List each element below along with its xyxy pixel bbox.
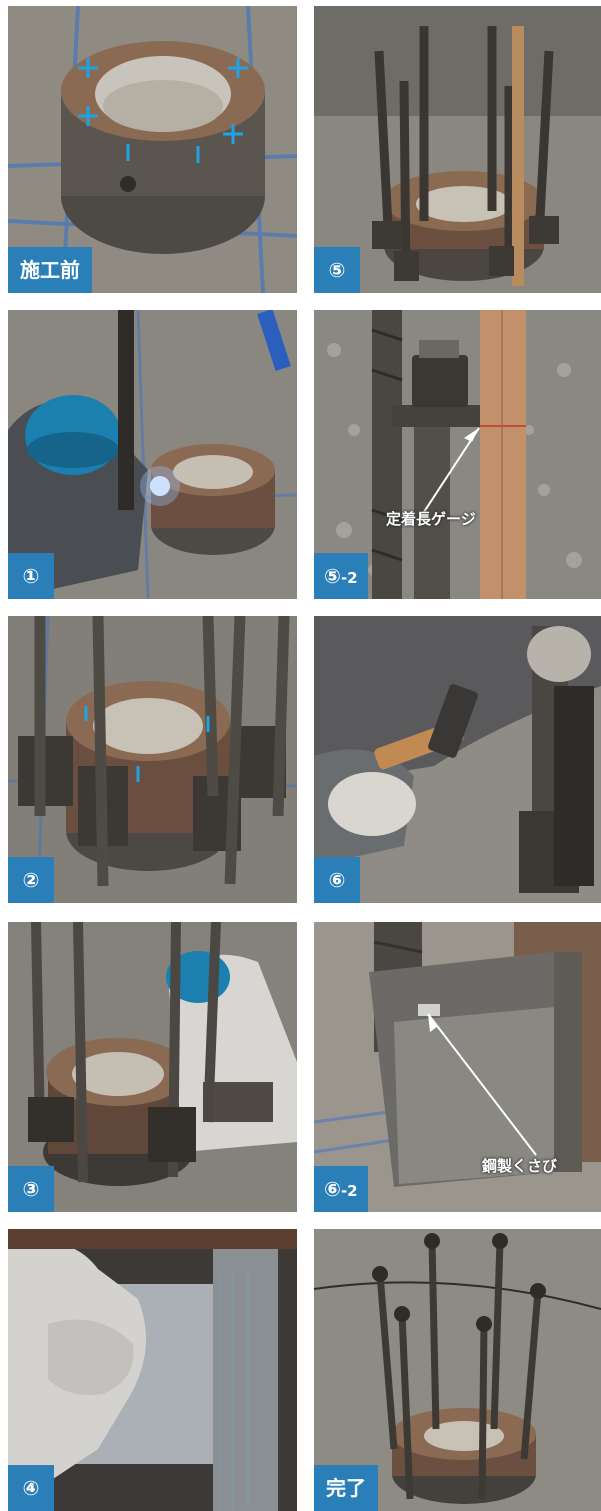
photo-label: ⑥ [314,857,360,903]
photo-label: 完了 [314,1465,378,1511]
photo-step-6-image [314,616,601,903]
photo-step-5: ⑤ [314,6,601,293]
photo-step-1-image [8,310,297,599]
photo-step-3-image [8,922,297,1212]
photo-before-construction: 施工前 [8,6,297,293]
annotation-wedge-label: 鋼製くさび [482,1157,558,1175]
photo-step-2-image [8,616,297,903]
photo-complete: 完了 [314,1229,601,1511]
photo-label: ① [8,553,54,599]
photo-label: ② [8,857,54,903]
photo-label: 施工前 [8,247,92,293]
photo-step-5-2-image [314,310,601,599]
photo-step-3: ③ [8,922,297,1212]
photo-label: ⑤-2 [314,553,368,599]
photo-step-6: ⑥ [314,616,601,903]
photo-step-4: ④ [8,1229,297,1511]
photo-step-6-2: 鋼製くさび ⑥-2 [314,922,601,1212]
photo-step-6-2-image [314,922,601,1212]
photo-label: ⑤ [314,247,360,293]
annotation-gauge-label: 定着長ゲージ [386,510,476,528]
photo-step-2: ② [8,616,297,903]
photo-step-5-image [314,6,601,293]
photo-label: ⑥-2 [314,1166,368,1212]
photo-before-image [8,6,297,293]
photo-label: ③ [8,1166,54,1212]
photo-complete-image [314,1229,601,1511]
photo-step-4-image [8,1229,297,1511]
photo-step-1: ① [8,310,297,599]
photo-step-5-2: 定着長ゲージ ⑤-2 [314,310,601,599]
photo-label: ④ [8,1465,54,1511]
